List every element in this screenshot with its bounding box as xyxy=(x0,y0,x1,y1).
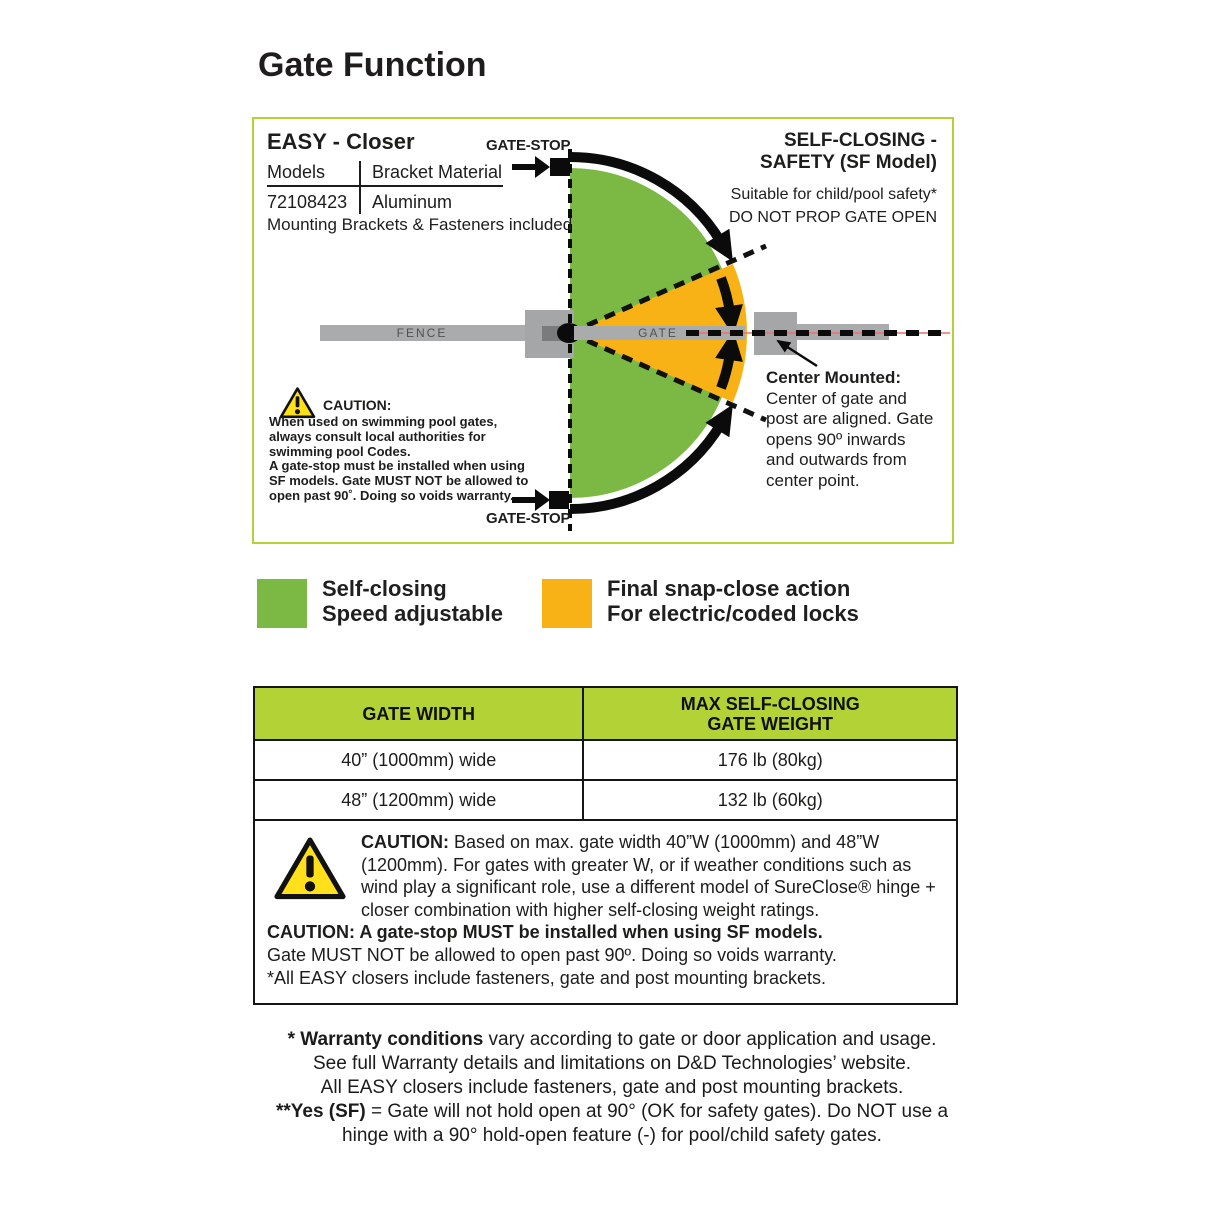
table-caution-box: CAUTION: Based on max. gate width 40”W (… xyxy=(255,819,956,1003)
header-gate-width: GATE WIDTH xyxy=(255,688,585,739)
gate-weight-cell: 132 lb (60kg) xyxy=(717,789,823,810)
wedge-boundary-dashed-bottom xyxy=(568,330,768,423)
legend-swatch-orange xyxy=(542,579,592,628)
caution-line: When used on swimming pool gates, xyxy=(269,414,498,429)
snap-close-arrow-bottom xyxy=(715,330,743,390)
caution-line: swimming pool Codes. xyxy=(269,443,411,459)
diagram-caution-lines: When used on swimming pool gates, always… xyxy=(269,414,529,504)
product-name: EASY - Closer xyxy=(267,129,415,154)
legend-label-snap-close: Final snap-close action For electric/cod… xyxy=(607,576,859,626)
fence-bar xyxy=(320,325,525,341)
fence-label: FENCE xyxy=(397,326,448,340)
spec-table-header-row: GATE WIDTH MAX SELF-CLOSING GATE WEIGHT xyxy=(255,688,956,739)
gate-function-diagram-box: FENCE GATE EASY - Closer Models Bracket … xyxy=(252,117,954,544)
bracket-material-value: Aluminum xyxy=(372,192,453,212)
spec-table: GATE WIDTH MAX SELF-CLOSING GATE WEIGHT … xyxy=(253,686,958,1006)
center-mounted-body: Center of gate and post are aligned. Gat… xyxy=(766,388,934,490)
bracket-material-header: Bracket Material xyxy=(372,162,503,182)
wedge-boundary-dashed-top xyxy=(568,243,768,336)
caution-bold-1: CAUTION: xyxy=(361,832,449,852)
footnote-line: * Warranty conditions vary according to … xyxy=(287,1029,937,1050)
model-table: Models Bracket Material 72108423 Aluminu… xyxy=(267,160,503,214)
footnote-line: See full Warranty details and limitation… xyxy=(312,1053,912,1074)
model-table-divider xyxy=(359,161,361,214)
caution-text-1: Based on max. gate width 40”W (1000mm) a… xyxy=(361,832,936,920)
self-closing-heading-line2: SAFETY (SF Model) xyxy=(760,152,937,173)
footnote-line: hinge with a 90° hold-open feature (-) f… xyxy=(342,1125,882,1146)
gate-bar xyxy=(574,326,745,340)
gate-stop-arrow-bottom-icon xyxy=(512,489,550,511)
table-row: 48” (1200mm) wide 132 lb (60kg) xyxy=(255,779,956,819)
self-closing-heading-block: SELF-CLOSING - SAFETY (SF Model) Suitabl… xyxy=(729,130,937,229)
gate-width-cell: 48” (1200mm) wide xyxy=(255,781,585,819)
self-closing-heading-line1: SELF-CLOSING - xyxy=(783,130,937,151)
caution-line: SF models. Gate MUST NOT be allowed to xyxy=(269,473,529,489)
footnote-line: All EASY closers include fasteners, gate… xyxy=(320,1077,904,1098)
diagram-caution-heading: CAUTION: xyxy=(323,397,392,413)
center-mounted-note: Center Mounted: Center of gate and post … xyxy=(766,368,938,491)
caution-line: open past 90˚. Doing so voids warranty. xyxy=(269,487,514,503)
model-table-header: Models Bracket Material xyxy=(267,160,503,187)
gate-weight-cell: 176 lb (80kg) xyxy=(717,749,823,770)
do-not-prop-note: DO NOT PROP GATE OPEN xyxy=(728,209,937,226)
suitable-note: Suitable for child/pool safety* xyxy=(730,186,937,203)
gate-swing-arc-top xyxy=(569,151,733,262)
warning-triangle-icon xyxy=(274,837,346,900)
gate-stop-label-top: GATE-STOP xyxy=(486,137,571,154)
self-closing-sector-bottom xyxy=(570,333,722,498)
table-row: 40” (1000mm) wide 176 lb (80kg) xyxy=(255,739,956,779)
footnotes: * Warranty conditions vary according to … xyxy=(202,1028,1022,1148)
warning-triangle-icon xyxy=(279,387,316,419)
caution-bold-2: CAUTION: A gate-stop MUST be installed w… xyxy=(267,922,823,943)
legend-label-self-closing: Self-closing Speed adjustable xyxy=(322,576,503,626)
gate-stop-label-bottom: GATE-STOP xyxy=(486,510,571,527)
header-max-weight: MAX SELF-CLOSING GATE WEIGHT xyxy=(680,693,860,734)
model-number: 72108423 xyxy=(267,192,348,212)
footnote-line: **Yes (SF) = Gate will not hold open at … xyxy=(275,1101,949,1122)
caution-text-3: Gate MUST NOT be allowed to open past 90… xyxy=(267,944,837,965)
gate-swing-arc-bottom xyxy=(569,404,733,515)
center-mounted-heading: Center Mounted: xyxy=(766,368,902,387)
models-header: Models xyxy=(267,162,326,182)
gate-label: GATE xyxy=(638,326,678,340)
gate-swing-diagram: FENCE GATE xyxy=(320,149,950,531)
legend-swatch-green xyxy=(257,579,307,628)
gate-width-cell: 40” (1000mm) wide xyxy=(255,741,585,779)
page-title: Gate Function xyxy=(258,46,487,84)
gate-stop-arrow-top-icon xyxy=(512,156,550,178)
self-closing-sector-top xyxy=(570,168,722,333)
center-mounted-pointer-arrow xyxy=(776,339,818,368)
caution-line: A gate-stop must be installed when using xyxy=(269,458,525,474)
caution-line: always consult local authorities for xyxy=(269,428,486,444)
model-table-row: 72108423 Aluminum xyxy=(267,190,503,214)
included-note: Mounting Brackets & Fasteners included xyxy=(267,215,573,234)
snap-close-arrow-top xyxy=(715,276,743,336)
caution-text-4: *All EASY closers include fasteners, gat… xyxy=(267,967,826,988)
gate-stop-marker-top xyxy=(550,158,570,176)
gate-stop-marker-bottom xyxy=(549,491,569,509)
